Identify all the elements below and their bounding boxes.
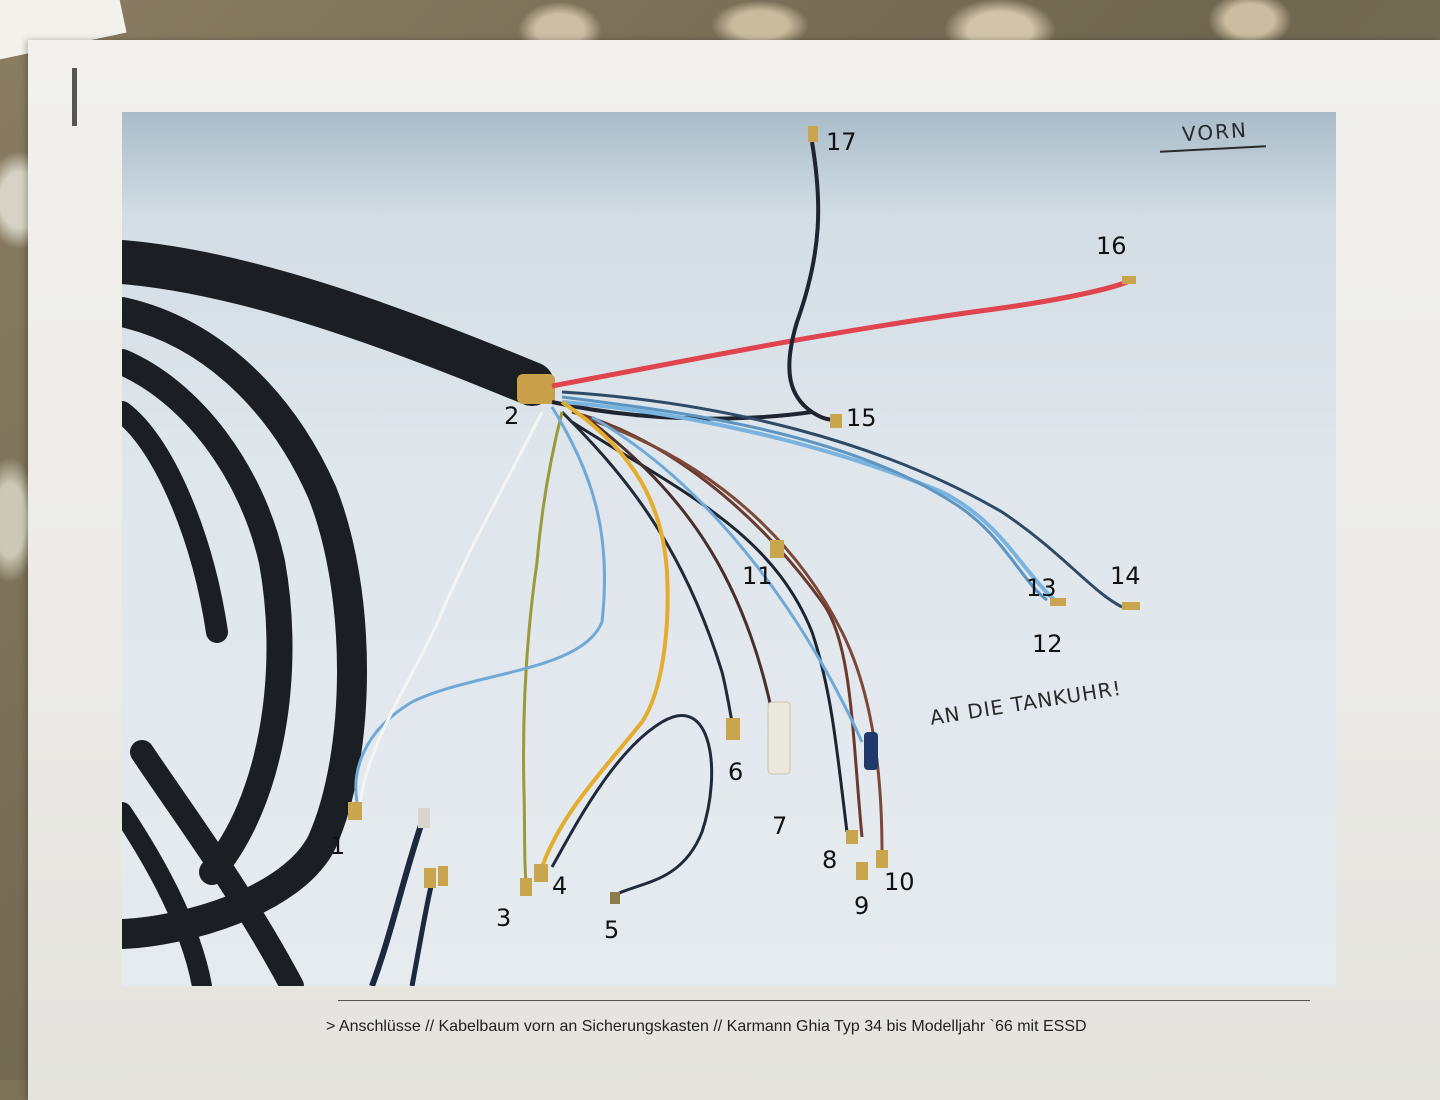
wire-16-red bbox=[551, 279, 1128, 389]
terminal-6 bbox=[726, 718, 740, 740]
terminal-10 bbox=[876, 850, 888, 868]
label-3: 3 bbox=[496, 904, 512, 932]
terminal-9 bbox=[856, 862, 868, 880]
wiring-harness-photo bbox=[122, 112, 1336, 986]
wire-1-blue bbox=[354, 406, 607, 803]
wire-14 bbox=[561, 390, 1123, 609]
label-4: 4 bbox=[552, 872, 568, 900]
loose-terminal-a bbox=[418, 808, 430, 828]
label-6: 6 bbox=[728, 758, 744, 786]
wire-5-black bbox=[550, 714, 714, 896]
terminal-14 bbox=[1122, 602, 1140, 610]
wire-fuel-gauge-blue bbox=[591, 415, 864, 743]
label-15: 15 bbox=[846, 404, 877, 432]
wire-7 bbox=[591, 420, 774, 713]
fuel-gauge-connector bbox=[864, 732, 878, 770]
handwritten-vorn: VORN bbox=[1181, 117, 1249, 147]
wire-1-white bbox=[358, 411, 544, 803]
caption-rule bbox=[338, 1000, 1310, 1001]
terminal-16 bbox=[1122, 276, 1136, 284]
loose-terminal-c bbox=[438, 866, 448, 886]
label-13: 13 bbox=[1026, 574, 1057, 602]
label-16: 16 bbox=[1096, 232, 1127, 260]
wire-6-black bbox=[560, 410, 734, 723]
wire-12-blue bbox=[561, 400, 1059, 604]
terminal-15 bbox=[830, 414, 842, 428]
label-5: 5 bbox=[604, 916, 620, 944]
loose-wire-b bbox=[409, 881, 435, 986]
label-1: 1 bbox=[330, 832, 346, 860]
wire-17-15-black bbox=[787, 141, 839, 424]
label-12: 12 bbox=[1032, 630, 1063, 658]
wire-4-yellow bbox=[540, 400, 670, 868]
terminal-11 bbox=[770, 540, 784, 558]
caption: > Anschlüsse // Kabelbaum vorn an Sicher… bbox=[326, 1018, 1087, 1035]
terminal-1 bbox=[348, 802, 362, 820]
terminal-4 bbox=[534, 864, 548, 882]
staple bbox=[72, 68, 77, 126]
label-14: 14 bbox=[1110, 562, 1141, 590]
harness-coil bbox=[122, 240, 554, 986]
label-10: 10 bbox=[884, 868, 915, 896]
terminal-3 bbox=[520, 878, 532, 896]
wire-10-brown bbox=[581, 415, 884, 853]
terminal-5 bbox=[610, 892, 620, 904]
label-2: 2 bbox=[504, 402, 520, 430]
terminal-12 bbox=[1050, 598, 1066, 606]
label-8: 8 bbox=[822, 846, 838, 874]
wire-13 bbox=[561, 395, 1048, 602]
terminal-7-fuse-holder bbox=[767, 701, 791, 775]
terminal-17 bbox=[808, 126, 818, 142]
wire-3-green bbox=[522, 411, 564, 883]
label-11: 11 bbox=[742, 562, 773, 590]
loose-wire-a bbox=[369, 821, 425, 986]
label-7: 7 bbox=[772, 812, 788, 840]
terminal-8 bbox=[846, 830, 858, 844]
loose-terminal-b bbox=[424, 868, 436, 888]
harness-sleeve-band bbox=[517, 374, 555, 404]
wire-8-black bbox=[571, 420, 849, 833]
label-17: 17 bbox=[826, 128, 857, 156]
label-9: 9 bbox=[854, 892, 870, 920]
